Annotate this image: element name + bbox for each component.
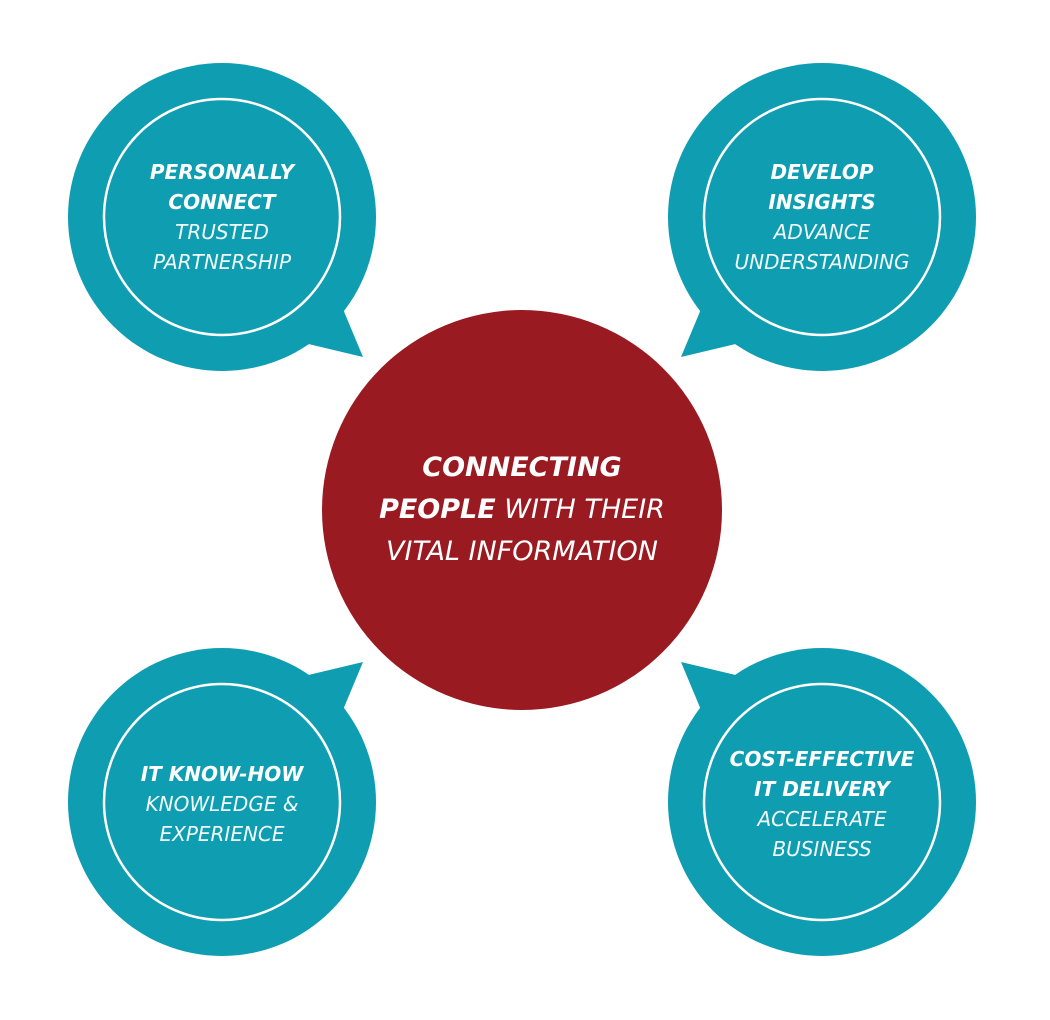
bubble-subtitle: EXPERIENCE (159, 822, 285, 846)
bubble-develop-insights (668, 63, 976, 371)
center-bold-1: CONNECTING (422, 452, 622, 483)
center-label: CONNECTING PEOPLE WITH THEIR VITAL INFOR… (357, 447, 687, 573)
bubble-it-know-how (68, 648, 376, 956)
bubble-subtitle: PARTNERSHIP (152, 250, 292, 274)
bubble-subtitle: KNOWLEDGE & (145, 792, 299, 816)
bubble-title: IT KNOW-HOW (140, 762, 304, 786)
label-cost-effective: COST-EFFECTIVE IT DELIVERY ACCELERATE BU… (702, 744, 942, 864)
bubble-title: INSIGHTS (768, 190, 876, 214)
center-light-2: VITAL INFORMATION (386, 536, 658, 567)
bubble-subtitle: TRUSTED (175, 220, 269, 244)
center-circle (322, 310, 722, 710)
bubble-title: IT DELIVERY (754, 777, 890, 801)
bubble-subtitle: BUSINESS (772, 837, 872, 861)
bubble-title: COST-EFFECTIVE (729, 747, 915, 771)
bubble-cost-effective (668, 648, 976, 956)
bubble-subtitle: ADVANCE (773, 220, 871, 244)
center-bold-2: PEOPLE (379, 494, 496, 525)
center-light-1: WITH THEIR (504, 494, 665, 525)
bubble-title: DEVELOP (770, 160, 874, 184)
label-personally-connect: PERSONALLY CONNECT TRUSTED PARTNERSHIP (102, 157, 342, 277)
bubble-subtitle: ACCELERATE (757, 807, 887, 831)
bubble-personally-connect (68, 63, 376, 371)
bubble-title: PERSONALLY (149, 160, 295, 184)
bubble-subtitle: UNDERSTANDING (734, 250, 910, 274)
bubble-title: CONNECT (168, 190, 276, 214)
label-it-know-how: IT KNOW-HOW KNOWLEDGE & EXPERIENCE (102, 759, 342, 849)
label-develop-insights: DEVELOP INSIGHTS ADVANCE UNDERSTANDING (702, 157, 942, 277)
